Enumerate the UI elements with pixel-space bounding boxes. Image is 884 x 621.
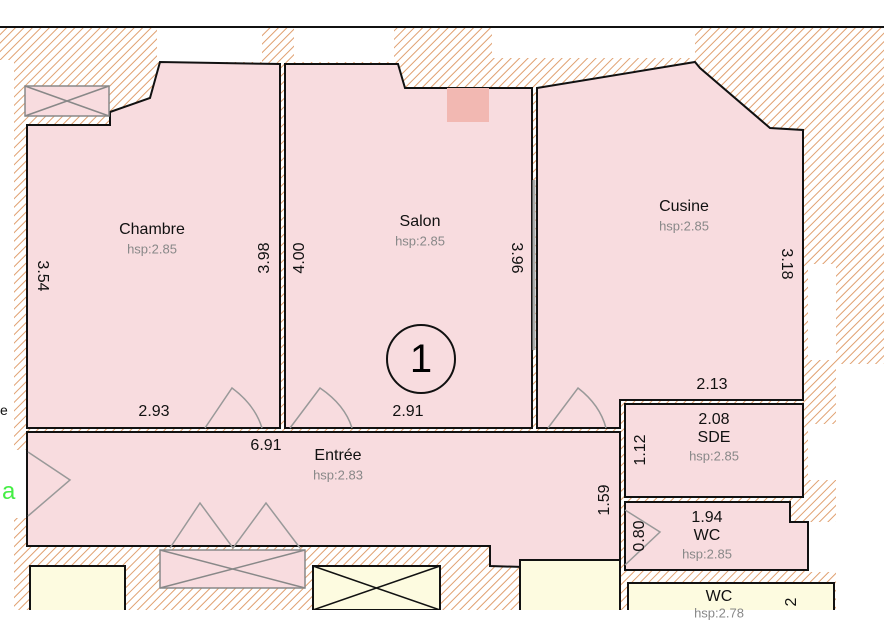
dimension: 2.08 bbox=[698, 411, 730, 428]
annex-wc bbox=[627, 582, 835, 610]
dimension: 3.96 bbox=[508, 242, 525, 274]
room-wc bbox=[624, 501, 809, 571]
dimension: 2.91 bbox=[392, 403, 424, 420]
edge-letter-green: a bbox=[2, 478, 16, 505]
room-name-chambre: Chambre bbox=[119, 221, 185, 238]
dimension: 2.13 bbox=[696, 376, 728, 393]
room-cusine bbox=[536, 60, 804, 429]
dimension: 2.93 bbox=[138, 403, 170, 420]
dimension: 0.80 bbox=[631, 520, 648, 552]
room-hsp-entree: hsp:2.83 bbox=[313, 467, 363, 483]
annex-room bbox=[29, 565, 126, 610]
room-name-entree: Entrée bbox=[314, 447, 362, 464]
salon-chimney bbox=[447, 88, 489, 122]
exterior-gap bbox=[808, 522, 836, 572]
exterior-gap bbox=[836, 364, 884, 610]
dimension: 1.94 bbox=[691, 509, 723, 526]
room-name-wc: WC bbox=[693, 527, 721, 544]
room-name-cusine: Cusine bbox=[659, 198, 709, 215]
room-entree bbox=[26, 431, 621, 572]
room-hsp-salon: hsp:2.85 bbox=[395, 233, 445, 249]
exterior-gap bbox=[0, 60, 14, 610]
dimension: 4.00 bbox=[291, 242, 308, 274]
dimension: 3.54 bbox=[34, 260, 51, 292]
dimension: 3.98 bbox=[256, 242, 273, 274]
floor-number-badge: 1 bbox=[386, 324, 456, 394]
dimension: 6.91 bbox=[250, 437, 282, 454]
dimension: 1.12 bbox=[632, 434, 649, 466]
room-sde bbox=[624, 403, 804, 498]
room-hsp-wc: hsp:2.85 bbox=[682, 546, 732, 562]
room-chambre bbox=[26, 60, 281, 429]
room-hsp-chambre: hsp:2.85 bbox=[127, 241, 177, 257]
room-salon bbox=[284, 63, 533, 429]
edge-letter: e bbox=[0, 402, 8, 418]
room-name-salon: Salon bbox=[399, 213, 441, 230]
dimension: 3.18 bbox=[778, 248, 795, 280]
exterior-gap bbox=[808, 264, 836, 360]
door-gap bbox=[14, 450, 28, 518]
dimension: 1.59 bbox=[596, 484, 613, 516]
window-gap bbox=[294, 28, 394, 62]
room-hsp-sde: hsp:2.85 bbox=[689, 448, 739, 464]
room-hsp-wc-2: hsp:2.78 bbox=[694, 605, 744, 621]
exterior-gap bbox=[808, 424, 836, 480]
window-gap bbox=[492, 28, 695, 58]
annex-room bbox=[519, 559, 621, 610]
room-hsp-cusine: hsp:2.85 bbox=[659, 218, 709, 234]
room-name-wc-2: WC bbox=[705, 588, 733, 605]
room-name-sde: SDE bbox=[697, 429, 731, 446]
door-arcs bbox=[27, 180, 662, 566]
dimension: 2 bbox=[783, 597, 800, 607]
window-gap bbox=[157, 28, 262, 62]
